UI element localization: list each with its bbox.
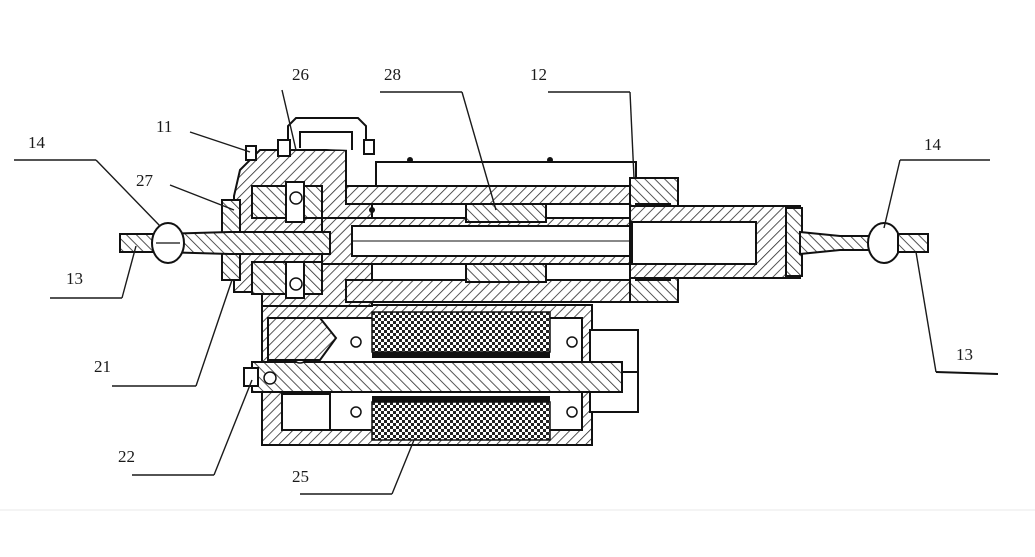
label-11: 11 [156, 117, 172, 136]
label-14-right: 14 [924, 135, 942, 154]
stator-windings [371, 311, 551, 441]
label-14-left: 14 [28, 133, 46, 152]
label-26: 26 [292, 65, 309, 84]
main-cylinder [345, 157, 679, 303]
label-12: 12 [530, 65, 547, 84]
screw-nut [465, 203, 547, 283]
upper-bearings [251, 181, 323, 299]
lower-gear [267, 317, 338, 361]
lead-screw [321, 217, 635, 265]
label-13-left: 13 [66, 269, 83, 288]
leader-lines [14, 89, 999, 495]
part-labels: 14 27 11 26 28 12 14 13 21 13 22 25 [28, 65, 973, 486]
label-25: 25 [292, 467, 309, 486]
lower-left-cavity [281, 393, 331, 431]
motor-shaft [243, 361, 623, 393]
push-rod [629, 205, 881, 279]
label-21: 21 [94, 357, 111, 376]
label-27: 27 [136, 171, 154, 190]
right-rod-end [867, 222, 929, 264]
label-28: 28 [384, 65, 401, 84]
label-13-right: 13 [956, 345, 973, 364]
label-22: 22 [118, 447, 135, 466]
left-rod-end [151, 222, 185, 264]
